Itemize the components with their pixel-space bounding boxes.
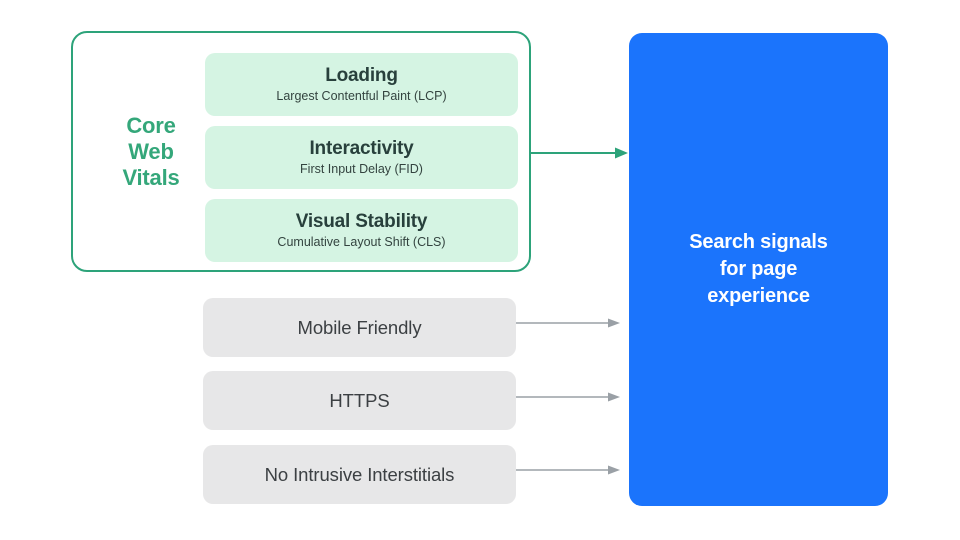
vital-card-title: Visual Stability bbox=[295, 211, 428, 232]
core-web-vitals-label-line-3: Vitals bbox=[122, 165, 180, 190]
signal-card-no-intrusive-interstitials: No Intrusive Interstitials bbox=[203, 445, 516, 504]
core-web-vitals-label-line-2: Web bbox=[128, 139, 174, 164]
vital-card-title: Interactivity bbox=[309, 138, 414, 159]
arrow-gray-https-icon bbox=[516, 392, 620, 402]
search-signals-panel-text: Search signals for page experience bbox=[689, 231, 828, 307]
vital-card-subtitle: Largest Contentful Paint (LCP) bbox=[276, 89, 447, 103]
vital-card-loading: Loading Largest Contentful Paint (LCP) bbox=[205, 53, 518, 116]
core-web-vitals-group: Core Web Vitals Loading Largest Contentf… bbox=[71, 31, 531, 272]
search-signals-panel: Search signals for page experience bbox=[629, 33, 888, 506]
arrow-gray-mobile-friendly-icon bbox=[516, 318, 620, 328]
signal-card-label: No Intrusive Interstitials bbox=[264, 463, 455, 485]
signal-card-https: HTTPS bbox=[203, 371, 516, 430]
arrow-gray-no-intrusive-interstitials-icon bbox=[516, 465, 620, 475]
core-web-vitals-label: Core Web Vitals bbox=[103, 113, 199, 191]
vital-card-subtitle: Cumulative Layout Shift (CLS) bbox=[277, 235, 446, 249]
vital-card-subtitle: First Input Delay (FID) bbox=[300, 162, 423, 176]
signal-card-mobile-friendly: Mobile Friendly bbox=[203, 298, 516, 357]
core-web-vitals-label-line-1: Core bbox=[126, 113, 176, 138]
signal-card-label: HTTPS bbox=[329, 389, 390, 411]
signal-card-label: Mobile Friendly bbox=[297, 316, 422, 338]
vital-card-interactivity: Interactivity First Input Delay (FID) bbox=[205, 126, 518, 189]
arrow-green-icon bbox=[529, 147, 628, 159]
vital-card-visual-stability: Visual Stability Cumulative Layout Shift… bbox=[205, 199, 518, 262]
vital-card-title: Loading bbox=[325, 65, 398, 86]
